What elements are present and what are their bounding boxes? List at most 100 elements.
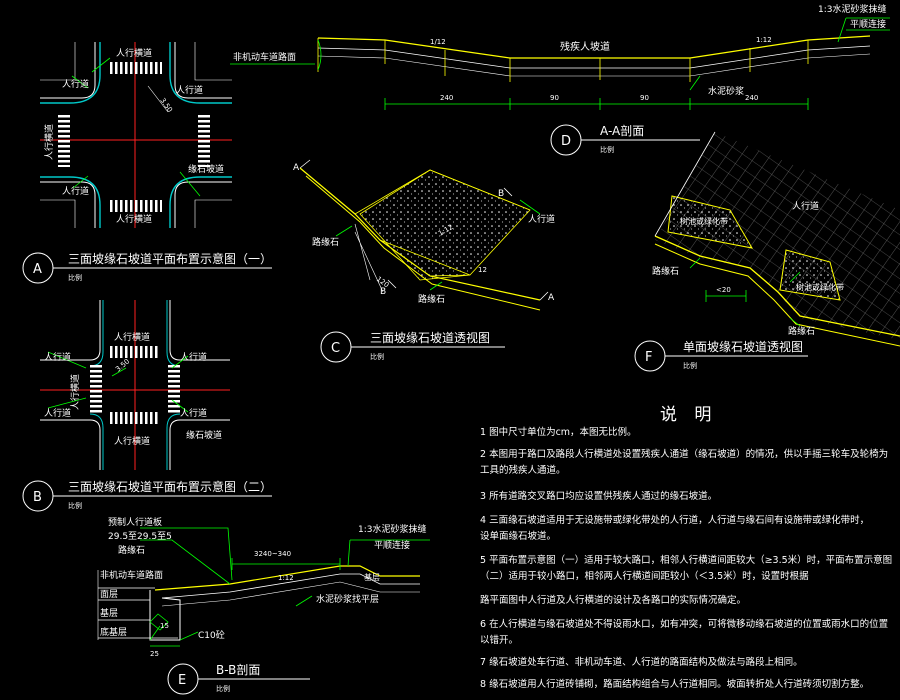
fig-c-section-b-top: B bbox=[498, 189, 504, 199]
fig-d-dim-2: 90 bbox=[550, 94, 559, 102]
note-line: 设单面缘石坡道。 bbox=[480, 531, 557, 542]
note-line: 1 图中尺寸单位为cm，本图无比例。 bbox=[480, 427, 637, 438]
fig-d-slope-r: 1:12 bbox=[756, 36, 772, 44]
note-line: 6 在人行横道与缘石坡道处不得设雨水口，如有冲突，可将微移动缘石坡道的位置或雨水… bbox=[480, 619, 889, 630]
fig-d-non-motor: 非机动车道路面 bbox=[233, 51, 296, 63]
note-line: 5 平面布置示意图（一）适用于较大路口，相邻人行横道间距较大（≥3.5米）时，平… bbox=[480, 555, 893, 566]
note-line: 8 缘石坡道用人行道砖铺砌，路面结构组合与人行道相同。坡面转折处人行道砖须切割方… bbox=[480, 679, 870, 690]
fig-f-curb-bottom: 路缘石 bbox=[788, 325, 815, 337]
fig-f-green-bottom: 树池或绿化带 bbox=[796, 282, 844, 292]
fig-f-curb-left: 路缘石 bbox=[652, 265, 679, 277]
notes-title: 说 明 bbox=[660, 405, 718, 425]
fig-e-flush: 平顺连接 bbox=[374, 539, 410, 551]
fig-a-crosswalk-left: 人行横道 bbox=[43, 124, 55, 160]
fig-a-curb-ramp: 缘石坡道 bbox=[188, 163, 224, 175]
fig-c-title: 三面坡缘石坡道透视图 bbox=[370, 330, 490, 345]
note-line: 2 本图用于路口及路段人行横道处设置残疾人通道（缘石坡道）的情况，供以手摇三轮车… bbox=[480, 449, 889, 460]
fig-c-section-b-bottom: B bbox=[380, 287, 386, 297]
fig-c-scale: 比例 bbox=[370, 352, 384, 361]
fig-b-sidewalk-tl: 人行道 bbox=[44, 351, 71, 363]
fig-b-crosswalk-top: 人行横道 bbox=[114, 331, 150, 343]
fig-b-scale: 比例 bbox=[68, 501, 82, 510]
fig-e-slope: 1:12 bbox=[278, 574, 294, 582]
note-line: 3 所有道路交叉路口均应设置供残疾人通过的缘石坡道。 bbox=[480, 491, 718, 502]
fig-d-mortar-top: 1:3水泥砂浆抹缝 bbox=[818, 3, 887, 15]
note-line: 工具的残疾人通道。 bbox=[480, 465, 566, 476]
fig-c-curb-bottom: 路缘石 bbox=[418, 293, 445, 305]
fig-e-surface: 面层 bbox=[100, 589, 118, 600]
fig-a-sidewalk-tr: 人行道 bbox=[176, 84, 203, 96]
fig-c-sidewalk: 人行道 bbox=[528, 213, 555, 225]
note-line: （二）适用于较小路口，相邻两人行横道间距较小（＜3.5米）时，设置时根据 bbox=[480, 571, 809, 582]
fig-a-crosswalk-top: 人行横道 bbox=[116, 47, 152, 59]
fig-e-scale: 比例 bbox=[216, 684, 230, 693]
fig-e-section bbox=[97, 527, 430, 647]
fig-c-section-a-bottom: A bbox=[548, 293, 555, 303]
fig-d-slope-l: 1/12 bbox=[430, 38, 446, 46]
fig-e-marker: E bbox=[178, 673, 186, 688]
fig-c-dim-bottom: 12 bbox=[478, 266, 487, 274]
fig-a-plan bbox=[40, 42, 232, 228]
note-line: 路平面图中人行道及人行横道的设计及各路口的实际情况确定。 bbox=[480, 595, 747, 606]
fig-e-title-block: E B-B剖面 比例 bbox=[167, 663, 310, 695]
fig-d-marker: D bbox=[561, 134, 571, 149]
fig-d-disabled-lane: 残疾人坡道 bbox=[560, 40, 610, 53]
fig-f-title: 单面坡缘石坡道透视图 bbox=[683, 339, 803, 354]
fig-d-dim-4: 240 bbox=[745, 94, 758, 102]
fig-d-scale: 比例 bbox=[600, 145, 614, 154]
fig-e-right-tag: 基层 bbox=[364, 572, 380, 582]
fig-c-section-a-top: A bbox=[293, 163, 300, 173]
fig-c-curb-left: 路缘石 bbox=[312, 236, 339, 248]
fig-f-green-top: 树池或绿化带 bbox=[680, 216, 728, 226]
fig-f-marker: F bbox=[645, 350, 652, 365]
fig-c-title-block: C 三面坡缘石坡道透视图 比例 bbox=[320, 330, 505, 363]
fig-c-marker: C bbox=[331, 341, 340, 356]
fig-b-title: 三面坡缘石坡道平面布置示意图（二） bbox=[68, 479, 272, 494]
fig-d-section bbox=[230, 17, 890, 110]
fig-c-perspective bbox=[299, 159, 549, 311]
fig-a-title: 三面坡缘石坡道平面布置示意图（一） bbox=[68, 251, 272, 266]
fig-a-title-block: A 三面坡缘石坡道平面布置示意图（一） 比例 bbox=[22, 251, 272, 284]
note-line: 4 三面缘石坡道适用于无设施带或绿化带处的人行道，人行道与缘石间有设施带或绿化带… bbox=[480, 515, 870, 526]
fig-f-perspective bbox=[654, 131, 900, 347]
fig-f-sidewalk: 人行道 bbox=[792, 200, 819, 212]
fig-e-cement-level: 水泥砂浆找平层 bbox=[316, 593, 379, 605]
fig-e-elev: 29.5至29.5至5 bbox=[108, 531, 172, 542]
fig-e-base: 基层 bbox=[100, 607, 118, 619]
fig-b-sidewalk-r: 人行道 bbox=[180, 407, 207, 419]
fig-e-dim-top: 3240~340 bbox=[254, 550, 291, 558]
fig-b-plan bbox=[40, 300, 230, 470]
fig-e-precast: 预制人行道板 bbox=[108, 516, 162, 528]
fig-d-cement-curb: 水泥砂浆 bbox=[708, 85, 744, 97]
fig-a-sidewalk-tl: 人行道 bbox=[62, 78, 89, 90]
note-line: 7 缘石坡道处车行道、非机动车道、人行道的路面结构及做法与路段上相同。 bbox=[480, 657, 803, 668]
fig-b-marker: B bbox=[33, 490, 42, 505]
fig-a-scale: 比例 bbox=[68, 273, 82, 282]
fig-e-non-motor: 非机动车道路面 bbox=[100, 569, 163, 581]
fig-a-crosswalk-bottom: 人行横道 bbox=[116, 213, 152, 225]
fig-e-curb: 路缘石 bbox=[118, 544, 145, 556]
fig-f-dim: <20 bbox=[716, 286, 731, 294]
fig-e-title: B-B剖面 bbox=[216, 663, 260, 677]
fig-b-dim: 3.50 bbox=[114, 357, 131, 373]
fig-e-dim-15: 15 bbox=[160, 622, 169, 630]
fig-b-crosswalk-bottom: 人行横道 bbox=[114, 435, 150, 447]
fig-e-dim-25: 25 bbox=[150, 650, 159, 658]
fig-e-mortar: 1:3水泥砂浆抹缝 bbox=[358, 523, 427, 535]
fig-d-title: A-A剖面 bbox=[600, 124, 644, 138]
note-line: 以错开。 bbox=[480, 635, 519, 646]
fig-e-concrete: C10砼 bbox=[198, 629, 225, 641]
fig-d-dim-3: 90 bbox=[640, 94, 649, 102]
fig-b-sidewalk-l: 人行道 bbox=[44, 407, 71, 419]
fig-b-sidewalk-tr: 人行道 bbox=[180, 351, 207, 363]
fig-b-curb-ramp: 缘石坡道 bbox=[186, 429, 222, 441]
fig-d-title-block: D A-A剖面 比例 bbox=[550, 124, 700, 156]
fig-a-dim: 3.50 bbox=[158, 97, 173, 114]
fig-f-scale: 比例 bbox=[683, 361, 697, 370]
fig-b-crosswalk-left: 人行横道 bbox=[69, 374, 81, 410]
fig-d-dim-1: 240 bbox=[440, 94, 453, 102]
fig-a-sidewalk-bl: 人行道 bbox=[62, 185, 89, 197]
fig-e-subbase: 底基层 bbox=[100, 626, 127, 638]
fig-b-title-block: B 三面坡缘石坡道平面布置示意图（二） 比例 bbox=[22, 479, 272, 512]
